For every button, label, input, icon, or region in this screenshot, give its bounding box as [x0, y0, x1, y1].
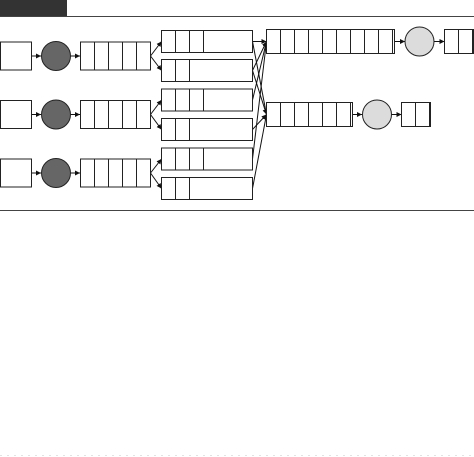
pipeline-1-queue-frame: [80, 41, 151, 71]
buffer-link-2-to-top: [252, 41, 267, 71]
buffer-3b: [161, 177, 253, 200]
merge-queue-top-frame: [266, 29, 395, 54]
merge-queue-bottom-frame: [266, 102, 353, 127]
buffer-1a-frame: [161, 30, 253, 53]
pipeline-2-fanout-bottom: [150, 114, 162, 130]
pipeline-2-queue: [80, 100, 151, 129]
pipeline-3-process-node: [41, 158, 71, 188]
buffer-2b: [161, 118, 253, 141]
buffer-3a-frame: [161, 147, 253, 171]
nodes: [0, 26, 474, 200]
buffer-2a-frame: [161, 88, 253, 112]
buffer-1b-frame: [161, 59, 253, 82]
buffer-link-6-to-bottom: [252, 114, 269, 189]
pipeline-1-source-box: [0, 41, 32, 71]
header-tab: [0, 0, 67, 16]
buffer-link-5-to-top: [252, 41, 269, 160]
merge-bottom-process-node: [362, 99, 392, 130]
merge-bottom-output-queue: [401, 102, 431, 127]
pipeline-3-queue: [80, 158, 151, 188]
buffer-1b: [161, 59, 253, 82]
pipeline-2-process-node: [41, 99, 71, 130]
pipeline-1-fanout-top: [150, 41, 162, 57]
buffer-link-2-to-bottom: [252, 70, 268, 115]
pipeline-2-fanout-top: [150, 99, 162, 115]
buffer-link-1-to-bottom: [252, 41, 269, 115]
buffer-1a: [161, 30, 253, 53]
merge-top-process-node: [404, 26, 435, 57]
pipeline-3-queue-frame: [80, 158, 151, 188]
merge-queue-bottom: [266, 102, 353, 127]
buffer-2a: [161, 88, 253, 112]
pipeline-1-process-node: [41, 41, 71, 71]
merge-top-output-queue: [444, 29, 474, 54]
buffer-2b-frame: [161, 118, 253, 141]
merge-queue-top: [266, 29, 395, 54]
pipeline-3-source-box: [0, 158, 32, 188]
buffer-3a: [161, 147, 253, 171]
pipeline-2-source-box: [0, 100, 32, 129]
pipeline-3-fanout-bottom: [150, 172, 162, 189]
edges: [31, 39, 445, 189]
buffer-3b-frame: [161, 177, 253, 200]
pipeline-2-queue-frame: [80, 100, 151, 129]
pipeline-1-queue: [80, 41, 151, 71]
pipeline-1-fanout-bottom: [150, 55, 162, 71]
buffer-link-3-to-top: [252, 41, 268, 101]
pipeline-3-fanout-top: [150, 158, 162, 174]
